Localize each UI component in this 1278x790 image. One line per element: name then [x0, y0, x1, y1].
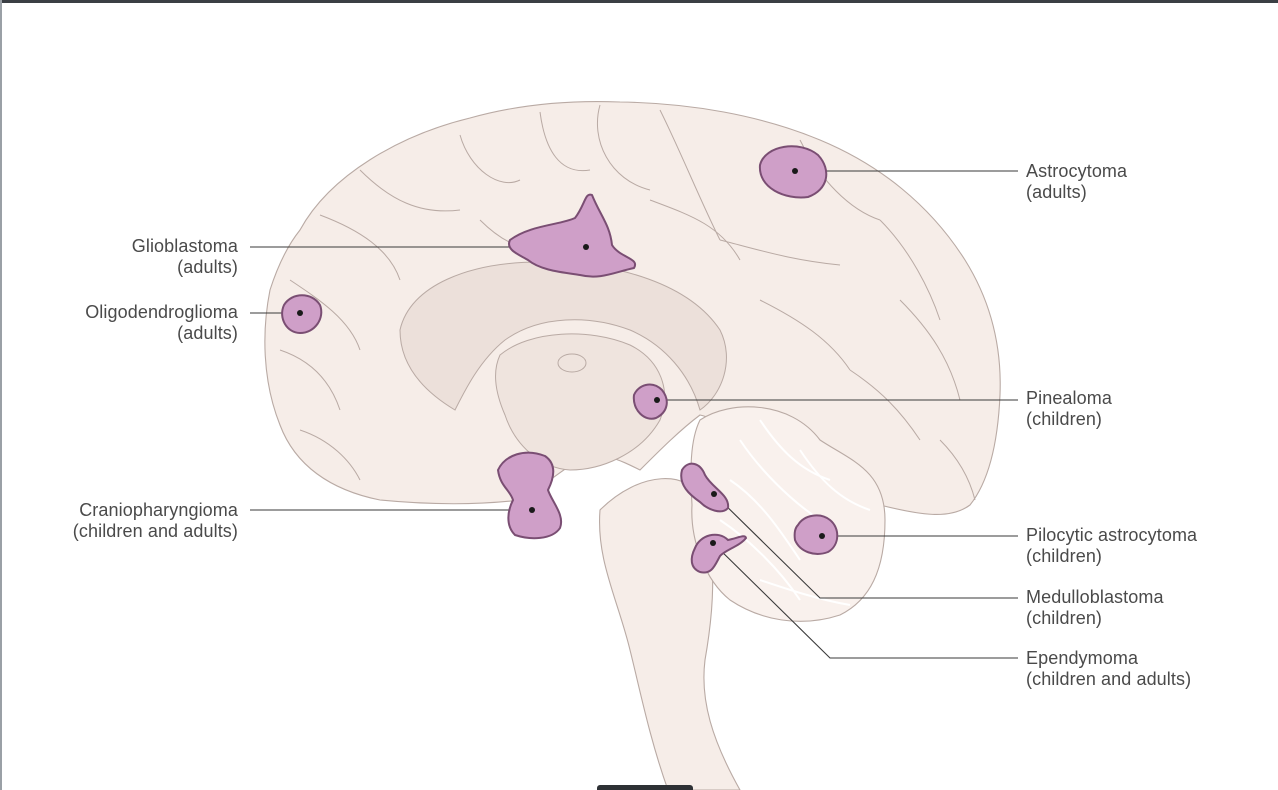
pilocytic-astrocytoma-group: (children): [1026, 546, 1103, 566]
pinealoma-group: (children): [1026, 409, 1103, 429]
gyri-lines: [279, 104, 976, 501]
astrocytoma-group: (adults): [1026, 182, 1087, 202]
cerebellum-folia: [719, 419, 871, 606]
leader-medulloblastoma: [713, 493, 1018, 599]
label-pilocytic-astrocytoma: Pilocytic astrocytoma (children): [1026, 525, 1197, 567]
interthalamic-adhesion: [557, 353, 587, 373]
craniopharyngioma-name: Craniopharyngioma: [79, 500, 238, 520]
tumor-pilocytic-astrocytoma-dot: [819, 533, 825, 539]
tumor-pinealoma-dot: [654, 397, 660, 403]
craniopharyngioma-group: (children and adults): [72, 521, 238, 541]
label-craniopharyngioma: Craniopharyngioma (children and adults): [73, 500, 238, 542]
tumor-oligodendroglioma-dot: [297, 310, 303, 316]
bottom-drag-handle[interactable]: [597, 785, 693, 790]
tumor-ependymoma-dot: [710, 540, 716, 546]
label-oligodendroglioma: Oligodendroglioma (adults): [85, 302, 238, 344]
tumor-ependymoma: [690, 533, 748, 574]
tumor-craniopharyngioma-dot: [529, 507, 535, 513]
ependymoma-group: (children and adults): [1026, 669, 1192, 689]
oligodendroglioma-name: Oligodendroglioma: [85, 302, 238, 322]
pinealoma-name: Pinealoma: [1026, 388, 1112, 408]
glioblastoma-group: (adults): [177, 257, 238, 277]
brain-illustration: [264, 100, 1001, 790]
tumor-pinealoma: [632, 383, 668, 420]
window-left-border: [0, 0, 2, 790]
label-ependymoma: Ependymoma (children and adults): [1026, 648, 1191, 690]
cerebellum: [690, 406, 886, 622]
label-astrocytoma: Astrocytoma (adults): [1026, 161, 1127, 203]
leader-lines: [250, 170, 1018, 659]
pilocytic-astrocytoma-name: Pilocytic astrocytoma: [1026, 525, 1198, 545]
oligodendroglioma-group: (adults): [177, 323, 238, 343]
label-glioblastoma: Glioblastoma (adults): [132, 236, 238, 278]
window-top-border: [0, 0, 1278, 3]
tumor-regions: [281, 145, 839, 574]
medulloblastoma-name: Medulloblastoma: [1026, 587, 1164, 607]
medulloblastoma-group: (children): [1026, 608, 1103, 628]
tumor-glioblastoma: [508, 193, 637, 278]
glioblastoma-name: Glioblastoma: [131, 236, 238, 256]
tumor-medulloblastoma-dot: [711, 491, 717, 497]
tumor-craniopharyngioma: [496, 451, 563, 540]
tumor-astrocytoma-dot: [792, 168, 798, 174]
ependymoma-name: Ependymoma: [1026, 648, 1139, 668]
astrocytoma-name: Astrocytoma: [1026, 161, 1128, 181]
tumor-medulloblastoma: [680, 462, 730, 513]
label-medulloblastoma: Medulloblastoma (children): [1026, 587, 1164, 629]
tumor-pilocytic-astrocytoma: [793, 514, 839, 555]
leader-ependymoma: [712, 542, 1018, 659]
label-pinealoma: Pinealoma (children): [1026, 388, 1112, 430]
thalamus: [495, 333, 665, 471]
tumor-glioblastoma-dot: [583, 244, 589, 250]
